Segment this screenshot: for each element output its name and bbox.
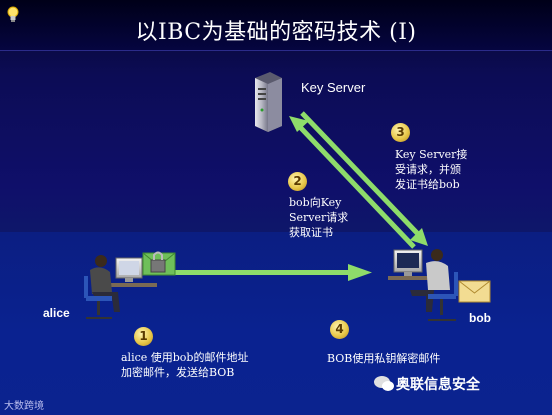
title-band [0, 0, 552, 51]
wechat-icon [374, 376, 394, 391]
arrow-alice-to-bob [170, 264, 372, 281]
arrow-server-to-bob [300, 111, 428, 246]
alice-computer-icon [84, 255, 157, 319]
step-2-text: bob向Key Server请求 获取证书 [289, 196, 349, 239]
lower-band [0, 232, 552, 415]
watermark-left: 大数跨境 [4, 401, 44, 412]
alice-label: alice [43, 306, 70, 320]
encrypted-mail-icon [142, 251, 176, 276]
mail-envelope-icon [458, 280, 491, 303]
step-3-text: Key Server接 受请求，并颁 发证书给bob [395, 148, 468, 191]
watermark-right: 奥联信息安全 [396, 377, 480, 393]
bob-label: bob [469, 311, 491, 325]
step-badge-1: 1 [134, 327, 153, 346]
step-1-text: alice 使用bob的邮件地址 加密邮件，发送给BOB [121, 351, 249, 379]
bob-computer-icon [388, 249, 458, 321]
arrow-bob-to-server [289, 116, 416, 249]
slide-title: 以IBC为基础的密码技术 (I) [135, 20, 417, 45]
lightbulb-icon [7, 6, 19, 22]
step-badge-4: 4 [330, 320, 349, 339]
step-4-text: BOB使用私钥解密邮件 [327, 352, 441, 365]
server-label: Key Server [301, 80, 366, 95]
server-icon [255, 72, 282, 132]
step-badge-3: 3 [391, 123, 410, 142]
step-badge-2: 2 [288, 172, 307, 191]
